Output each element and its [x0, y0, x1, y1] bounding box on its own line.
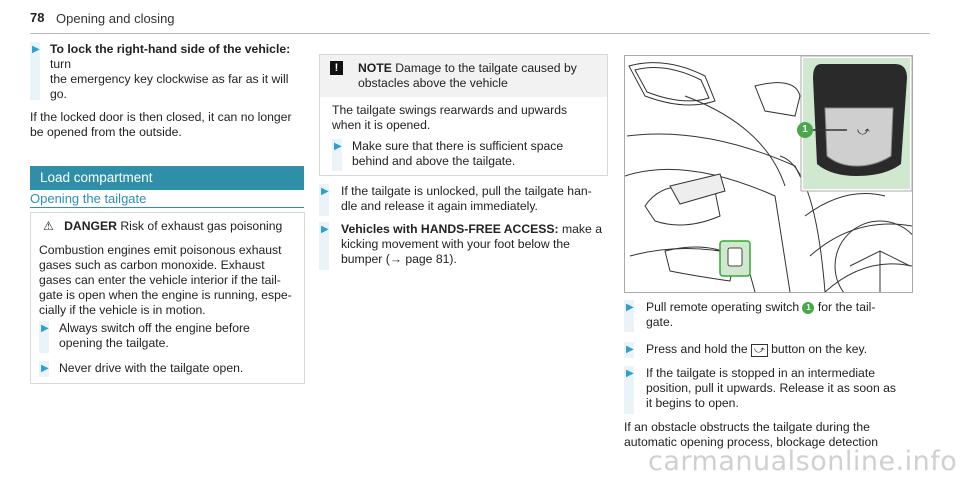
step-unlocked-line: dle and release it again immediately.: [341, 199, 538, 213]
subsection-title: Opening the tailgate: [30, 191, 304, 208]
page-header: 78 Opening and closing: [30, 5, 930, 34]
watermark: carmanualsonline.info: [648, 446, 958, 477]
step-tailgate-stopped: ▶ If the tailgate is stopped in an inter…: [624, 366, 914, 414]
para-line1: If the locked door is then closed, it ca…: [30, 110, 292, 124]
step-lock-text: turn: [50, 57, 72, 71]
callout-1-inline: 1: [802, 302, 815, 314]
obstacle-line: If an obstacle obstructs the tailgate du…: [624, 420, 870, 434]
step-lock-right-side: ▶ To lock the right-hand side of the veh…: [30, 42, 300, 101]
danger-label: DANGER: [64, 219, 117, 233]
note-label: NOTE: [358, 61, 392, 75]
step-press-hold: ▶ Press and hold the ⤻ button on the key…: [624, 342, 914, 358]
step-press-text: Press and hold the: [646, 342, 748, 356]
page-header-title: Opening and closing: [56, 11, 175, 26]
step-arrow-icon: ▶: [626, 302, 634, 313]
step-pull-line2: gate.: [646, 315, 674, 329]
danger-body-line: gate is open when the engine is running,…: [39, 288, 292, 302]
step-lock-line3: go.: [50, 87, 67, 101]
tailgate-icon: ⤻: [857, 124, 870, 138]
step-pull-text-2: for the tail-: [817, 300, 876, 314]
step-arrow-icon: ▶: [41, 323, 49, 334]
hands-free-label: Vehicles with HANDS-FREE ACCESS:: [341, 222, 559, 236]
note-title-line2: obstacles above the vehicle: [358, 76, 508, 90]
note-box: ! NOTE Damage to the tailgate caused by …: [319, 54, 608, 176]
danger-body-line: gases can enter the vehicle interior if …: [39, 273, 281, 287]
step-pull-switch: ▶ Pull remote operating switch 1 for the…: [624, 300, 914, 332]
locked-door-paragraph: If the locked door is then closed, it ca…: [30, 110, 310, 140]
step-tailgate-unlocked: ▶ If the tailgate is unlocked, pull the …: [319, 184, 609, 216]
danger-title: ⚠ DANGER Risk of exhaust gas poisoning: [43, 219, 303, 234]
note-step: ▶ Make sure that there is sufficient spa…: [332, 139, 602, 171]
step-stopped-line: it begins to open.: [646, 396, 739, 410]
danger-step2-line: Never drive with the tailgate open.: [59, 361, 244, 375]
step-lock-line2: the emergency key clockwise as far as it…: [50, 72, 289, 86]
page-number: 78: [30, 10, 45, 25]
hands-free-line: kicking movement with your foot below th…: [341, 237, 570, 251]
danger-step-2: ▶ Never drive with the tailgate open.: [39, 361, 299, 377]
danger-title-text: Risk of exhaust gas poisoning: [120, 219, 283, 233]
door-illustration: [625, 56, 912, 292]
step-arrow-icon: ▶: [321, 224, 329, 235]
note-step-line: behind and above the tailgate.: [352, 154, 516, 168]
obstacle-paragraph: If an obstacle obstructs the tailgate du…: [624, 420, 914, 450]
danger-step1-line: opening the tailgate.: [59, 336, 169, 350]
step-pull-text: Pull remote operating switch: [646, 300, 800, 314]
step-unlocked-line: If the tailgate is unlocked, pull the ta…: [341, 184, 592, 198]
step-arrow-icon: ▶: [334, 141, 342, 152]
step-arrow-icon: ▶: [626, 344, 634, 355]
step-stopped-line: If the tailgate is stopped in an interme…: [646, 366, 875, 380]
note-body: The tailgate swings rearwards and upward…: [332, 103, 602, 133]
note-body-line: when it is opened.: [332, 118, 431, 132]
note-title-line1: Damage to the tailgate caused by: [395, 61, 577, 75]
warning-triangle-icon: ⚠: [43, 219, 54, 233]
tailgate-button-icon: ⤻: [751, 344, 768, 357]
note-icon: !: [330, 61, 343, 75]
danger-body: Combustion engines emit poisonous exhaus…: [39, 243, 301, 318]
step-lock-label: To lock the right-hand side of the vehic…: [50, 42, 291, 56]
danger-body-line: Combustion engines emit poisonous exhaus…: [39, 243, 282, 257]
danger-body-line: gases such as carbon monoxide. Exhaust: [39, 258, 265, 272]
step-arrow-icon: ▶: [41, 363, 49, 374]
step-arrow-icon: ▶: [321, 186, 329, 197]
note-title: NOTE Damage to the tailgate caused by ob…: [358, 61, 603, 91]
step-hands-free: ▶ Vehicles with HANDS-FREE ACCESS: make …: [319, 222, 609, 270]
danger-body-line: cially if the vehicle is in motion.: [39, 303, 206, 317]
danger-box: ⚠ DANGER Risk of exhaust gas poisoning C…: [30, 212, 305, 384]
hands-free-text: make a: [562, 222, 602, 236]
section-title: Load compartment: [30, 166, 304, 190]
step-press-text-2: button on the key.: [771, 342, 868, 356]
step-stopped-line: position, pull it upwards. Release it as…: [646, 381, 896, 395]
obstacle-line: automatic opening process, blockage dete…: [624, 435, 879, 449]
para-line2: be opened from the outside.: [30, 125, 182, 139]
callout-1-badge: 1: [797, 122, 813, 138]
note-body-line: The tailgate swings rearwards and upward…: [332, 103, 568, 117]
step-arrow-icon: ▶: [32, 44, 40, 55]
tailgate-switch-figure: 1 ⤻: [624, 55, 913, 293]
note-step-line: Make sure that there is sufficient space: [352, 139, 564, 153]
page-81-link[interactable]: bumper (→ page 81).: [341, 252, 457, 266]
step-arrow-icon: ▶: [626, 368, 634, 379]
danger-step1-line: Always switch off the engine before: [59, 321, 250, 335]
danger-step-1: ▶ Always switch off the engine before op…: [39, 321, 299, 353]
